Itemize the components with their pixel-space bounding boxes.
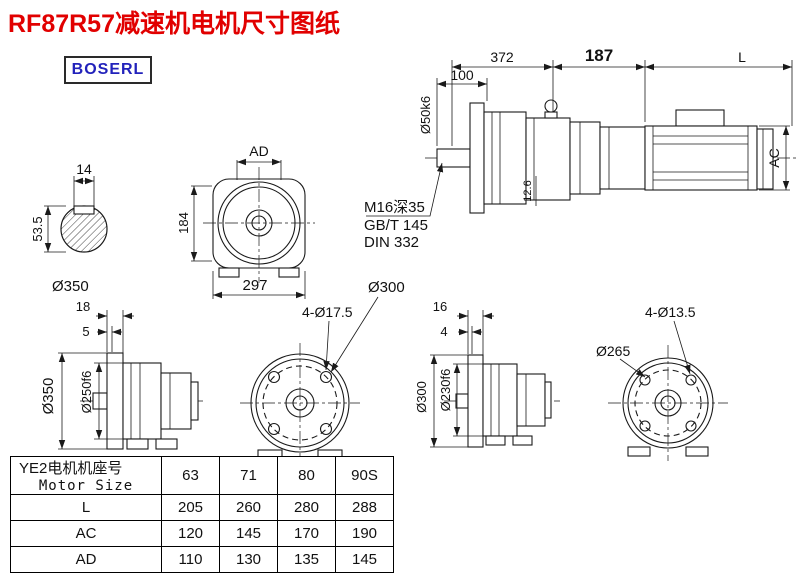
- thread-note-line3: DIN 332: [364, 234, 419, 251]
- cell-ad-90s: 145: [335, 546, 394, 573]
- cell-l-63: 205: [161, 494, 220, 521]
- flange-unit-side-view-left: 18 5 Ø350 Ø250f6: [40, 299, 205, 450]
- dim-l-label: L: [738, 49, 746, 65]
- flange-unit-side-view-right: 16 4 Ø300 Ø230f6: [414, 299, 560, 448]
- dim-16-label: 16: [433, 299, 447, 314]
- bolt-hole: [685, 374, 697, 386]
- flange-dia-300-label: Ø300: [414, 381, 429, 413]
- spigot-dia-250-label: Ø250f6: [79, 371, 94, 414]
- col-header-80: 80: [277, 456, 336, 495]
- row-label-ad: AD: [10, 546, 162, 573]
- cell-l-90s: 288: [335, 494, 394, 521]
- bolt-hole: [639, 374, 651, 386]
- table-row-ac: AC 120 145 170 190: [10, 520, 394, 547]
- main-assembly-side-view: [425, 99, 796, 214]
- brand-logo: BOSERL: [64, 56, 152, 84]
- terminal-box: [675, 109, 725, 127]
- dim-18-label: 18: [76, 299, 90, 314]
- col-header-71: 71: [219, 456, 278, 495]
- bolt-circle-300-label: Ø300: [368, 279, 405, 296]
- dim-297-label: 297: [242, 277, 267, 294]
- dim-372-label: 372: [490, 49, 514, 65]
- bolt-hole: [639, 420, 651, 432]
- main-assembly-dimensions: 372 187 L 100 Ø50k6 AC 12.6 M16深35 GB/T …: [364, 46, 793, 251]
- cell-ad-71: 130: [219, 546, 278, 573]
- table-header-row: YE2电机机座号 Motor Size 63 71 80 90S: [10, 456, 394, 495]
- motor-size-table: YE2电机机座号 Motor Size 63 71 80 90S L 205 2…: [10, 456, 394, 573]
- row-label-l: L: [10, 494, 162, 521]
- dim-187-label: 187: [585, 46, 613, 65]
- eyebolt-base: [544, 111, 558, 119]
- cell-ac-80: 170: [277, 520, 336, 547]
- bolt-hole: [319, 422, 333, 436]
- bolt-hole: [685, 420, 697, 432]
- holes-13-5-label: 4-Ø13.5: [645, 304, 696, 320]
- col-header-63: 63: [161, 456, 220, 495]
- cell-ad-63: 110: [161, 546, 220, 573]
- bolt-hole: [267, 422, 281, 436]
- dim-ac-label: AC: [766, 148, 782, 167]
- cell-l-71: 260: [219, 494, 278, 521]
- fan-cover: [756, 128, 774, 190]
- shaft-section-view: 14 53.5 Ø350: [30, 161, 108, 295]
- shaft-dia-350-label: Ø350: [52, 278, 89, 295]
- header-cell-motor-size: YE2电机机座号 Motor Size: [10, 456, 162, 495]
- dim-14-label: 14: [76, 161, 92, 177]
- gearbox-front-view: AD 184 297 Ø300: [176, 143, 405, 373]
- page-title: RF87R57减速机电机尺寸图纸: [8, 10, 340, 38]
- dim-53-5-label: 53.5: [30, 216, 45, 241]
- dim-4-label: 4: [440, 324, 447, 339]
- bolt-hole: [267, 370, 281, 384]
- holes-17-5-label: 4-Ø17.5: [302, 304, 353, 320]
- row-label-ac: AC: [10, 520, 162, 547]
- table-row-ad: AD 110 130 135 145: [10, 546, 394, 573]
- thread-note-line1: M16深35: [364, 199, 425, 216]
- header-motor-size-en: Motor Size: [38, 478, 134, 494]
- cell-ac-90s: 190: [335, 520, 394, 547]
- motor-body: [644, 125, 758, 191]
- flange-front-view-right: Ø265 4-Ø13.5: [596, 304, 728, 461]
- dim-12-6-label: 12.6: [522, 180, 534, 201]
- dim-5-label: 5: [82, 324, 89, 339]
- dim-100-label: 100: [450, 67, 474, 83]
- dim-ad-label: AD: [249, 143, 268, 159]
- bolt-circle-265-label: Ø265: [596, 343, 630, 359]
- dim-184-label: 184: [176, 212, 191, 234]
- cell-ad-80: 135: [277, 546, 336, 573]
- shaft-dia-label: Ø50k6: [418, 96, 433, 134]
- eyebolt-icon: [544, 99, 558, 113]
- col-header-90s: 90S: [335, 456, 394, 495]
- flange-dia-350-label: Ø350: [40, 378, 57, 415]
- cell-ac-71: 145: [219, 520, 278, 547]
- header-motor-size-cn: YE2电机机座号: [19, 460, 123, 477]
- table-row-l: L 205 260 280 288: [10, 494, 394, 521]
- keyway: [73, 205, 95, 215]
- spigot-dia-230-label: Ø230f6: [438, 369, 453, 412]
- thread-note-line2: GB/T 145: [364, 217, 428, 234]
- flange-front-view-left: 4-Ø17.5: [240, 304, 360, 463]
- cell-ac-63: 120: [161, 520, 220, 547]
- cell-l-80: 280: [277, 494, 336, 521]
- bolt-hole: [319, 370, 333, 384]
